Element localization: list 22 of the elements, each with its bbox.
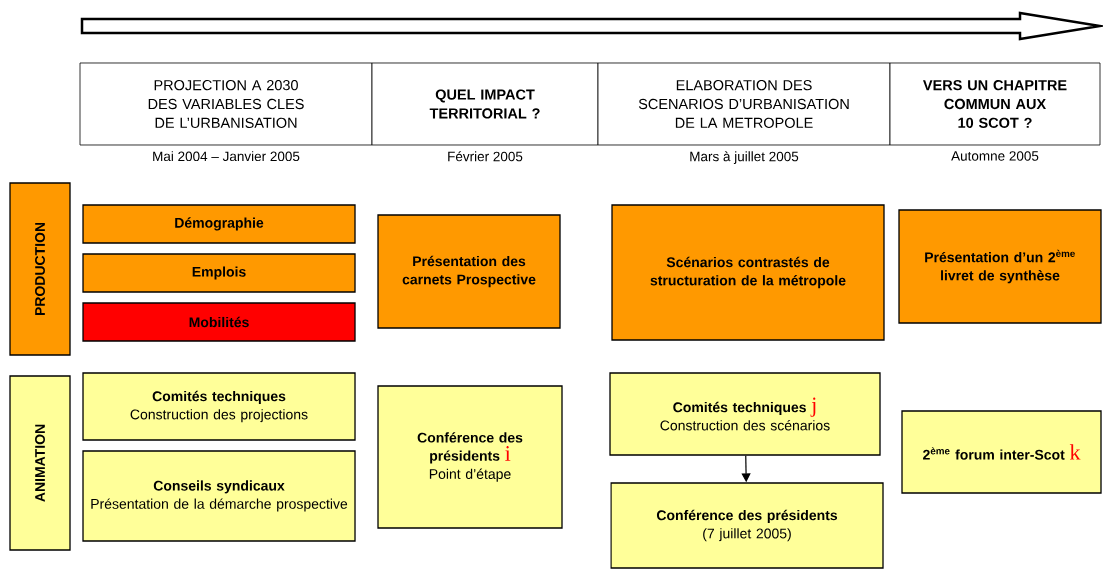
row-band: ANIMATION xyxy=(9,375,71,551)
column-header: VERS UN CHAPITRE COMMUN AUX 10 SCOT ? xyxy=(889,62,1101,146)
date-label: Automne 2005 xyxy=(951,151,1039,161)
meeting-box: Conseils syndicaux Présentation de la démarche prospective xyxy=(82,450,356,542)
date-label: Mars à juillet 2005 xyxy=(690,151,799,164)
meeting-box: 2$^{ème}$ forum inter-Scot k xyxy=(901,410,1102,494)
date-label: Mai 2004 – Janvier 2005 xyxy=(153,151,300,162)
column-header: QUEL IMPACT TERRITORIAL ? xyxy=(371,62,599,146)
row-band: PRODUCTION xyxy=(9,182,71,356)
meeting-box: Conférence des présidents (7 juillet 2005) xyxy=(610,482,884,569)
date-label: Février 2005 xyxy=(448,151,523,162)
process-box: Mobilités xyxy=(82,302,356,342)
process-box: Emplois xyxy=(82,253,356,293)
column-header: ELABORATION DES SCENARIOS D’URBANISATION DE LA METROPOLE xyxy=(597,62,891,146)
process-box: Scénarios contrastés de structuration de la métropole xyxy=(611,204,885,341)
column-header: PROJECTION A 2030 DES VARIABLES CLES DE L’URBANISATION xyxy=(79,62,373,146)
process-box: Présentation des carnets Prospective xyxy=(377,214,561,329)
meeting-box: Comités techniques Construction des projections xyxy=(82,372,356,441)
meeting-box: Comités techniques j Construction des scénarios xyxy=(609,372,881,456)
process-box: Démographie xyxy=(82,204,356,244)
process-box: Présentation d’un 2$^{ème}$ livret de synthèse xyxy=(898,209,1102,324)
meeting-box: Conférence des présidents i Point d’étape xyxy=(377,385,563,529)
